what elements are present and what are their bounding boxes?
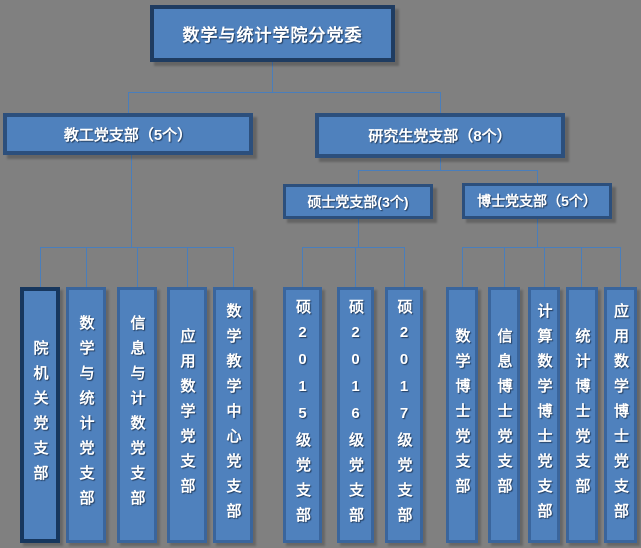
leaf-label: 硕2017级党支部 bbox=[395, 298, 413, 532]
connector-line bbox=[40, 247, 41, 288]
connector-line bbox=[358, 219, 359, 247]
node-label: 研究生党支部（8个） bbox=[368, 128, 512, 145]
leaf-label: 应用数学党支部 bbox=[178, 327, 196, 503]
connector-line bbox=[537, 219, 538, 247]
connector-line bbox=[537, 170, 538, 183]
node-label: 数学与统计学院分党委 bbox=[182, 26, 363, 45]
node-label: 博士党支部（5个） bbox=[477, 193, 597, 209]
connector-line bbox=[462, 247, 621, 248]
leaf-label: 信息博士党支部 bbox=[495, 327, 513, 503]
connector-line bbox=[544, 247, 545, 288]
connector-line bbox=[504, 247, 505, 288]
leaf-box: 硕2017级党支部 bbox=[385, 287, 423, 543]
connector-line bbox=[462, 247, 463, 288]
leaf-box: 信息与计数党支部 bbox=[117, 287, 157, 543]
connector-line bbox=[358, 170, 359, 184]
connector-line bbox=[137, 247, 138, 288]
leaf-box: 数学与统计党支部 bbox=[66, 287, 106, 543]
leaf-label: 数学与统计党支部 bbox=[77, 315, 95, 515]
leaf-box: 硕2015级党支部 bbox=[283, 287, 322, 543]
connector-line bbox=[440, 92, 441, 113]
connector-line bbox=[302, 247, 405, 248]
leaf-label: 统计博士党支部 bbox=[573, 327, 591, 503]
connector-line bbox=[128, 92, 441, 93]
leaf-label: 应用数学博士党支部 bbox=[612, 302, 629, 528]
connector-line bbox=[358, 170, 538, 171]
leaf-box: 计算数学博士党支部 bbox=[528, 287, 560, 543]
connector-line bbox=[620, 247, 621, 288]
leaf-box: 信息博士党支部 bbox=[488, 287, 520, 543]
connector-line bbox=[404, 247, 405, 288]
node-graduate-branches: 研究生党支部（8个） bbox=[315, 113, 565, 158]
connector-line bbox=[233, 247, 234, 288]
leaf-label: 信息与计数党支部 bbox=[128, 315, 146, 515]
connector-line bbox=[355, 247, 356, 288]
leaf-label: 计算数学博士党支部 bbox=[535, 302, 553, 528]
leaf-box: 院机关党支部 bbox=[20, 287, 60, 543]
node-masters-branches: 硕士党支部(3个) bbox=[283, 184, 433, 219]
connector-line bbox=[302, 247, 303, 288]
leaf-label: 硕2015级党支部 bbox=[294, 298, 311, 532]
leaf-box: 应用数学党支部 bbox=[167, 287, 207, 543]
connector-line bbox=[440, 158, 441, 171]
leaf-label: 院机关党支部 bbox=[31, 340, 49, 490]
leaf-box: 数学教学中心党支部 bbox=[213, 287, 253, 543]
connector-line bbox=[581, 247, 582, 288]
node-party-committee: 数学与统计学院分党委 bbox=[150, 5, 395, 62]
connector-line bbox=[187, 247, 188, 288]
leaf-box: 硕2016级党支部 bbox=[337, 287, 374, 543]
connector-line bbox=[272, 62, 273, 92]
connector-line bbox=[86, 247, 87, 288]
leaf-label: 硕2016级党支部 bbox=[347, 298, 364, 532]
leaf-label: 数学教学中心党支部 bbox=[224, 302, 242, 528]
connector-line bbox=[128, 92, 129, 113]
connector-line bbox=[131, 155, 132, 247]
node-label: 教工党支部（5个） bbox=[63, 126, 193, 144]
leaf-box: 应用数学博士党支部 bbox=[604, 287, 637, 543]
node-doctoral-branches: 博士党支部（5个） bbox=[462, 183, 612, 219]
leaf-label: 数学博士党支部 bbox=[453, 327, 471, 503]
node-faculty-branches: 教工党支部（5个） bbox=[3, 113, 253, 155]
node-label: 硕士党支部(3个) bbox=[307, 193, 409, 210]
leaf-box: 数学博士党支部 bbox=[446, 287, 478, 543]
leaf-box: 统计博士党支部 bbox=[566, 287, 598, 543]
